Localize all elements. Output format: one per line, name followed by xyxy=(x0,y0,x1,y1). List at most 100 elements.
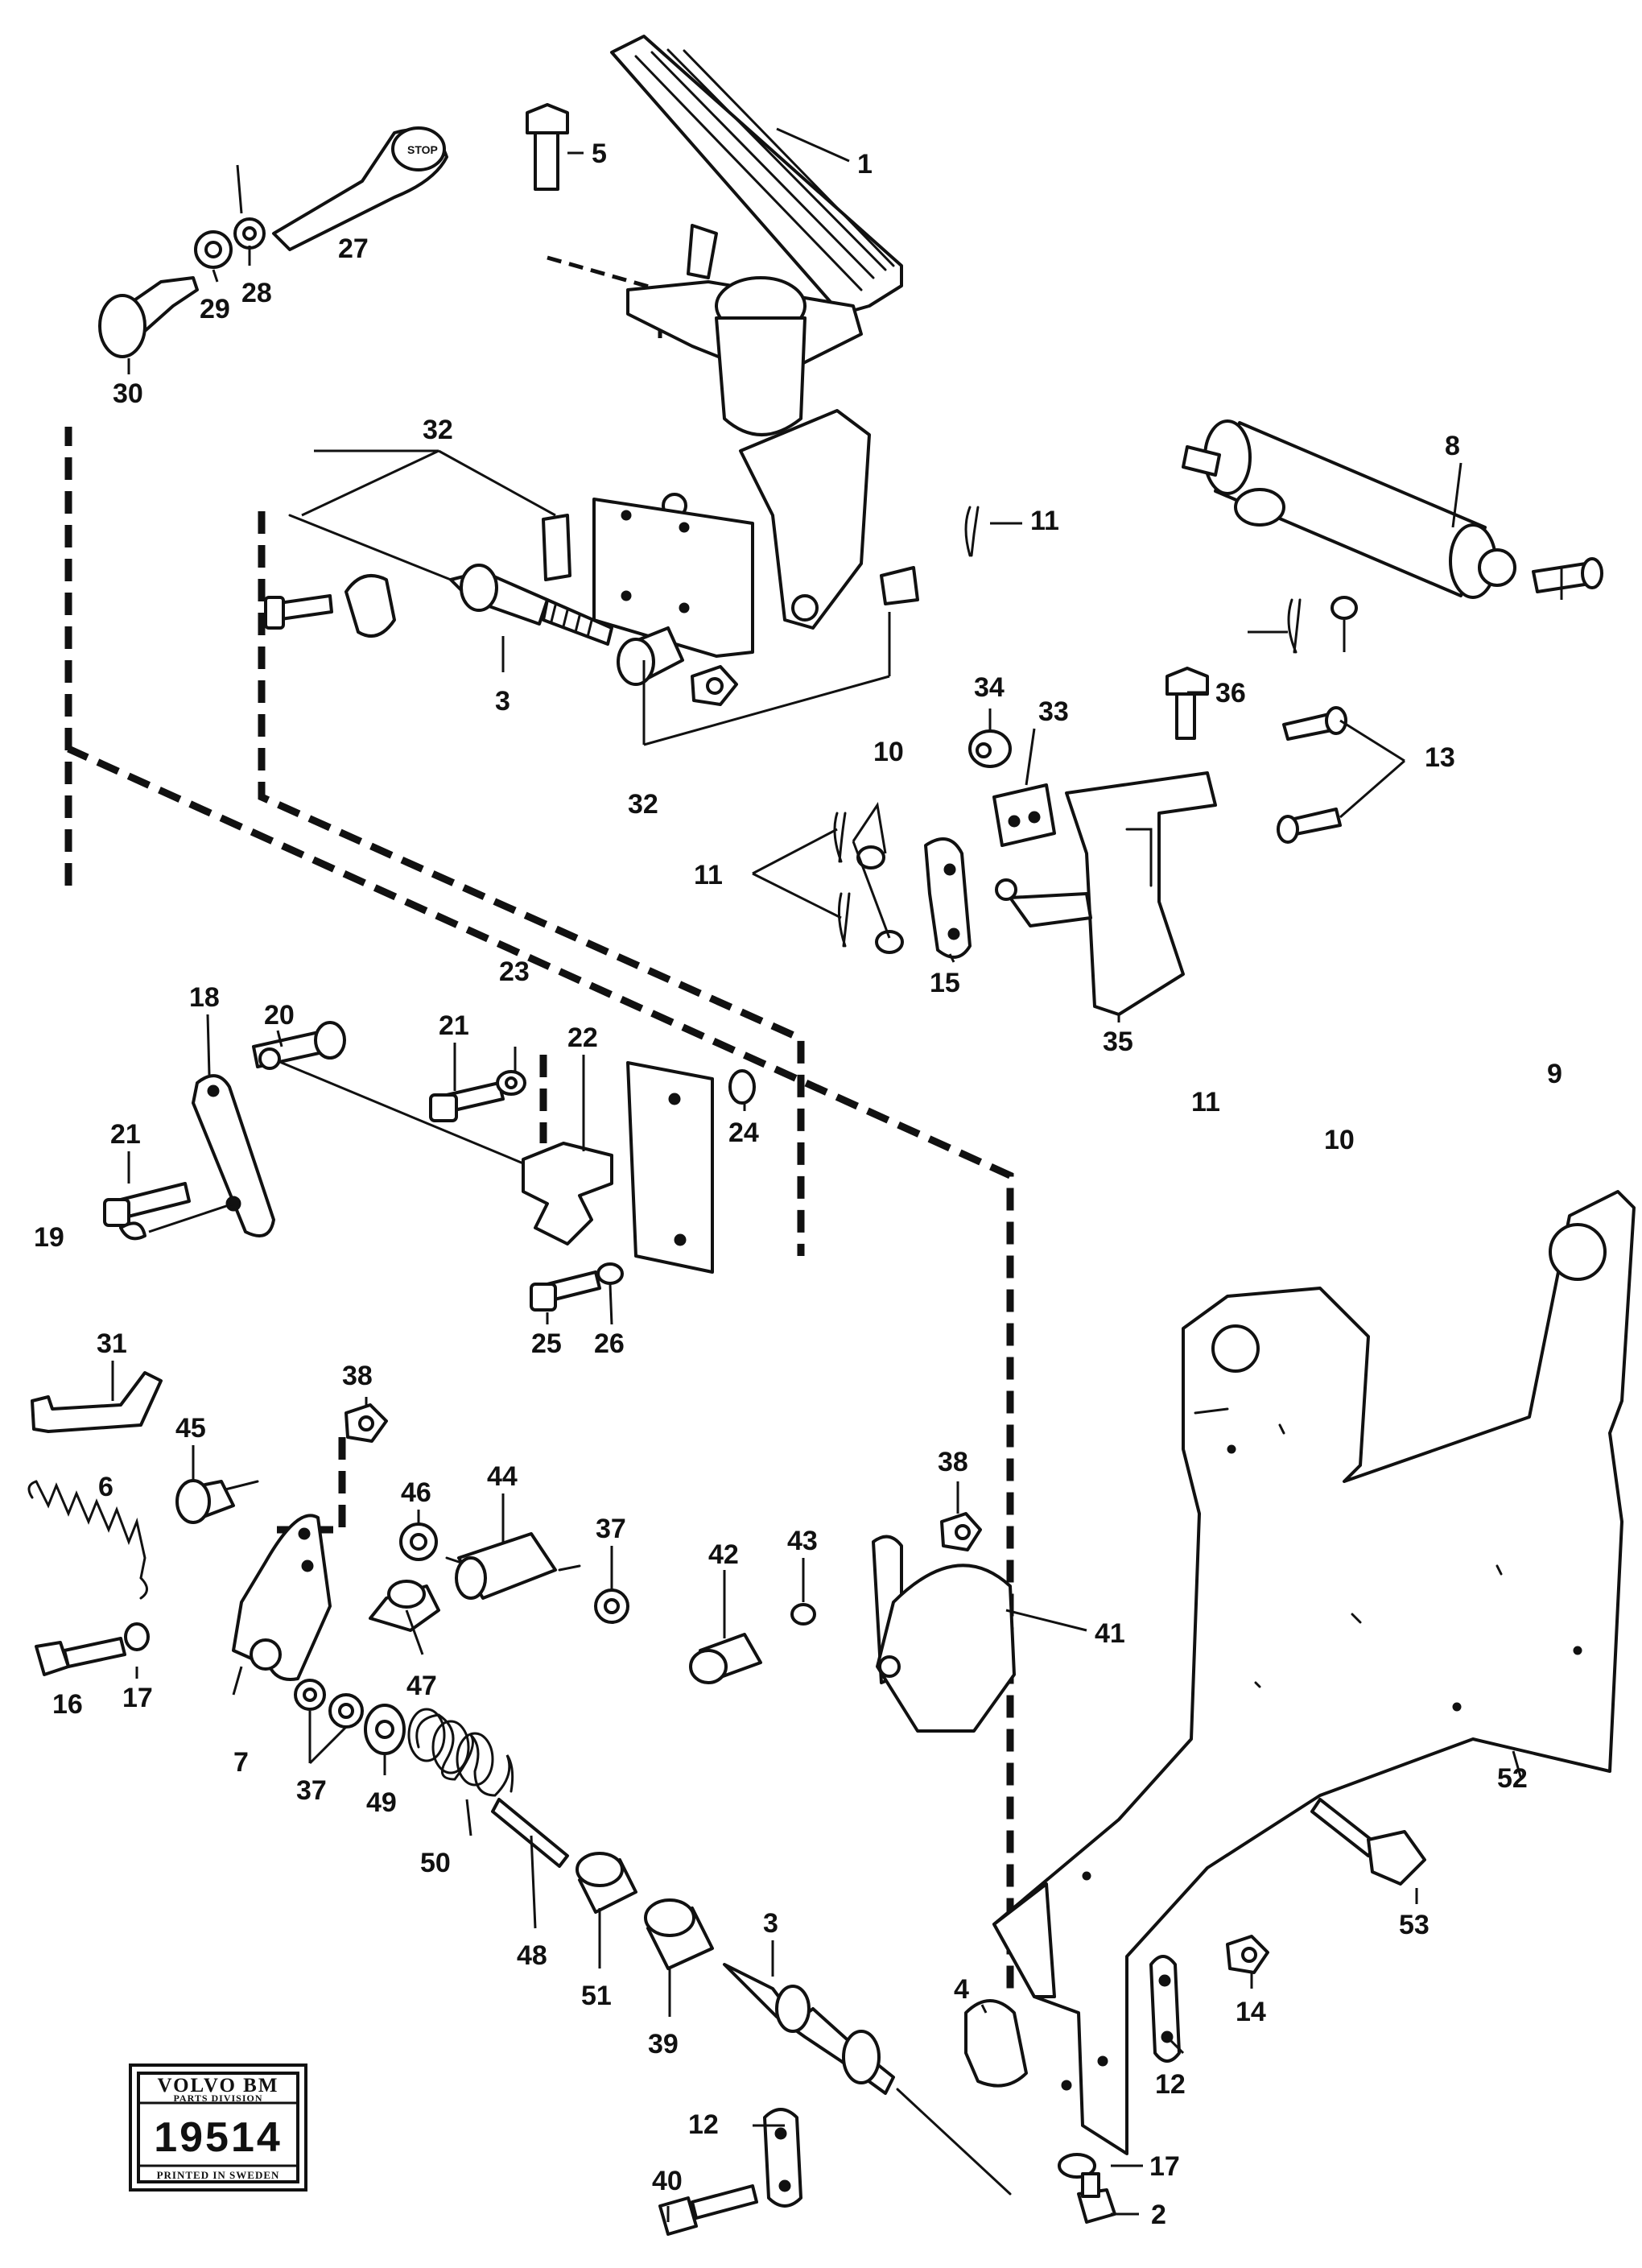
bolt-40 xyxy=(658,2184,758,2236)
callout-18: 18 xyxy=(189,982,220,1013)
cable-3-lower xyxy=(723,1963,1012,2196)
clamp-32-middle xyxy=(542,514,571,581)
callout-11-top: 11 xyxy=(1030,506,1059,536)
plate-12-lower xyxy=(763,2108,802,2208)
cylinder-8 xyxy=(1182,419,1516,599)
callout-37-lower: 37 xyxy=(296,1775,327,1806)
callout-50: 50 xyxy=(420,1848,451,1878)
clamp-4 xyxy=(964,1999,1028,2088)
nut-29 xyxy=(194,230,233,269)
cotter-11-right xyxy=(1287,598,1302,654)
callout-29: 29 xyxy=(200,294,230,324)
bolt-21-left xyxy=(103,1182,191,1227)
callout-32-upper: 32 xyxy=(423,415,453,445)
callout-9: 9 xyxy=(1547,1059,1562,1089)
link-15 xyxy=(924,837,972,959)
callout-33: 33 xyxy=(1038,696,1069,727)
bolt-16 xyxy=(35,1637,126,1676)
callout-32-lower: 32 xyxy=(628,789,658,820)
callout-12-lower: 12 xyxy=(688,2109,719,2140)
bracket-41 xyxy=(872,1535,1016,1733)
callout-47: 47 xyxy=(406,1671,437,1701)
callout-5: 5 xyxy=(592,138,607,169)
clevis-33 xyxy=(992,783,1056,847)
pin-9 xyxy=(1532,557,1603,593)
clip-22 xyxy=(522,1142,613,1246)
parts-division-stamp: VOLVO BM PARTS DIVISION 19514 PRINTED IN… xyxy=(129,2064,307,2192)
callout-25: 25 xyxy=(531,1328,562,1359)
callout-37-upper: 37 xyxy=(596,1514,626,1544)
clamp-32-left xyxy=(264,574,396,638)
bracket-35 xyxy=(995,771,1217,1016)
threaded-rod-48 xyxy=(491,1798,569,1868)
washer-26 xyxy=(596,1262,624,1285)
bushing-34 xyxy=(968,729,1012,768)
callout-10-upper: 10 xyxy=(873,737,904,767)
nut-38-left xyxy=(344,1403,388,1443)
callout-14: 14 xyxy=(1236,1997,1266,2027)
washer-10-lower xyxy=(875,930,904,954)
stamp-division: PARTS DIVISION xyxy=(173,2092,262,2104)
washer-17-left xyxy=(124,1622,150,1651)
bolt-21-right xyxy=(429,1081,505,1122)
callout-38-right: 38 xyxy=(938,1447,968,1477)
cable-3-upper xyxy=(288,514,613,646)
clip-32-right xyxy=(880,566,919,605)
leader-lines xyxy=(111,127,1563,2222)
callout-24: 24 xyxy=(728,1117,759,1148)
callout-11-mid: 11 xyxy=(694,860,723,890)
bolt-53 xyxy=(1310,1798,1426,1886)
callout-13: 13 xyxy=(1425,742,1455,773)
nut-14 xyxy=(1226,1935,1269,1974)
callout-41: 41 xyxy=(1095,1618,1125,1649)
callout-12-right: 12 xyxy=(1155,2069,1186,2100)
nuts-37 xyxy=(294,1679,364,1729)
spring-50 xyxy=(407,1708,514,1797)
callout-51: 51 xyxy=(581,1981,612,2011)
callout-49: 49 xyxy=(366,1787,397,1818)
mounting-plate-52 xyxy=(992,1190,1636,2155)
stamp-printed: PRINTED IN SWEDEN xyxy=(157,2169,280,2181)
cotter-11-lower xyxy=(837,892,851,948)
bushing-51 xyxy=(576,1852,637,1914)
stamp-brand: VOLVO BM xyxy=(158,2075,279,2097)
ball-joint-45 xyxy=(175,1479,259,1524)
rod-20 xyxy=(280,1061,525,1165)
spring-6 xyxy=(27,1480,148,1600)
callout-labels: 1 2 3 3 4 5 6 7 8 9 10 10 11 11 11 12 12… xyxy=(34,138,1562,2230)
spring-seat-49 xyxy=(364,1704,406,1755)
callout-16: 16 xyxy=(52,1689,83,1720)
bracket-31 xyxy=(31,1371,163,1433)
callout-38-left: 38 xyxy=(342,1361,373,1391)
callout-36: 36 xyxy=(1215,678,1246,708)
nut-32 xyxy=(691,665,738,706)
callout-45: 45 xyxy=(175,1413,206,1444)
cotter-11-upper xyxy=(833,812,847,863)
callout-3-upper: 3 xyxy=(495,686,510,717)
callout-30: 30 xyxy=(113,378,143,409)
ball-joint-42 xyxy=(689,1633,762,1684)
callout-53: 53 xyxy=(1399,1910,1430,1940)
lever-7 xyxy=(232,1514,332,1681)
bushing-39 xyxy=(644,1898,714,1970)
cotter-11-top xyxy=(964,506,980,557)
callout-40: 40 xyxy=(652,2166,683,2196)
key-19 xyxy=(119,1221,146,1241)
screw-13-lower xyxy=(1277,808,1342,844)
pin-20 xyxy=(252,1021,346,1070)
pin-47 xyxy=(369,1580,440,1632)
callout-6: 6 xyxy=(98,1472,113,1502)
callout-35: 35 xyxy=(1103,1027,1133,1057)
washer-28 xyxy=(233,217,266,250)
callout-2: 2 xyxy=(1151,2200,1166,2230)
callout-1: 1 xyxy=(857,149,873,180)
callout-19: 19 xyxy=(34,1222,64,1253)
callout-17-right: 17 xyxy=(1149,2151,1180,2182)
callout-46: 46 xyxy=(401,1477,431,1508)
bolt-2 xyxy=(1077,2172,1116,2224)
callout-44: 44 xyxy=(487,1461,518,1492)
callout-52: 52 xyxy=(1497,1763,1528,1794)
callout-22: 22 xyxy=(567,1022,598,1053)
lever-18 xyxy=(192,1074,275,1237)
